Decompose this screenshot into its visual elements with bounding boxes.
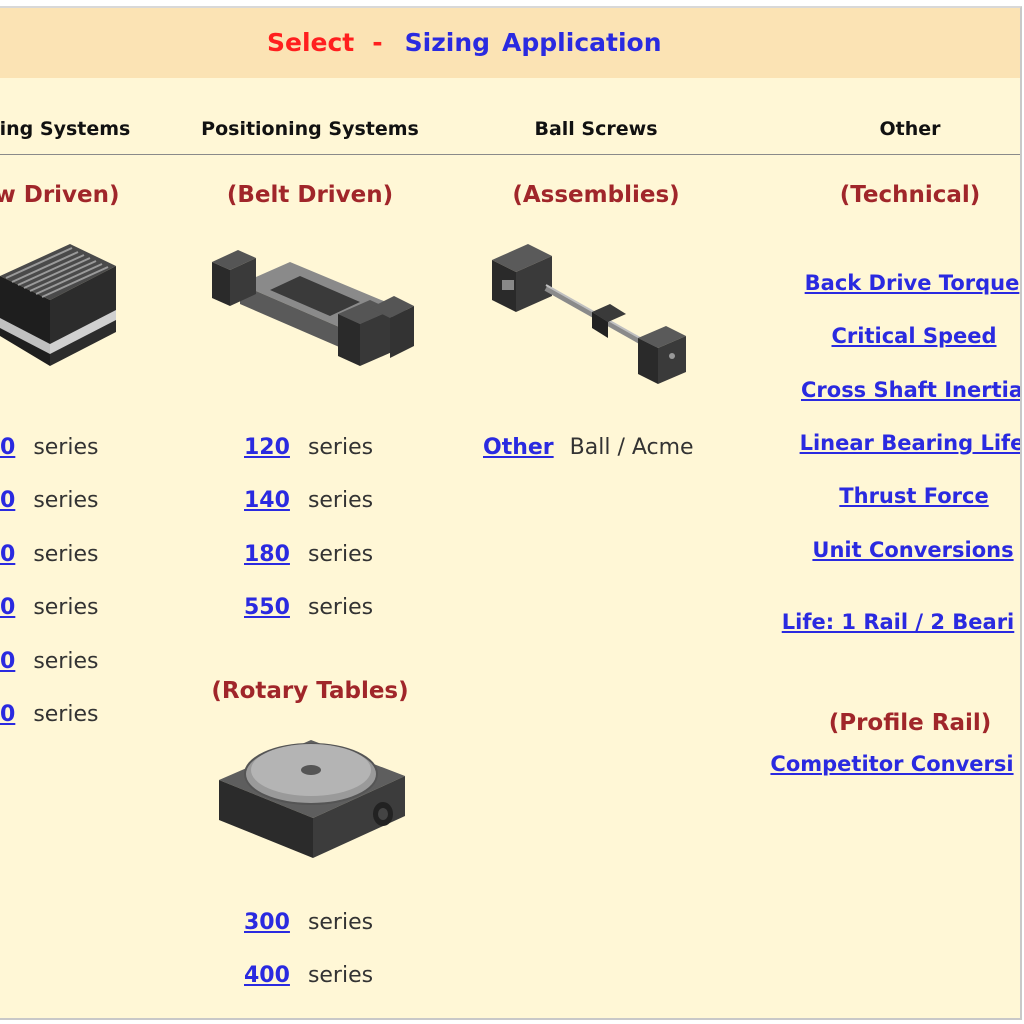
- list-item: 550 series: [244, 595, 373, 620]
- title-select: Select: [267, 28, 355, 57]
- critical-speed-link[interactable]: Critical Speed: [831, 324, 997, 348]
- list-item: 0 series: [0, 595, 98, 620]
- linear-bearing-life-link[interactable]: Linear Bearing Life: [799, 431, 1022, 455]
- series-link-120[interactable]: 120: [244, 435, 290, 460]
- thrust-force-link[interactable]: Thrust Force: [839, 484, 989, 508]
- technical-subtitle: (Technical): [839, 182, 981, 208]
- ball-acme-label: Ball / Acme: [569, 435, 694, 460]
- ball-screw-assembly-image[interactable]: [488, 238, 693, 388]
- series-link-400[interactable]: 400: [244, 963, 290, 988]
- series-link-180[interactable]: 180: [244, 542, 290, 567]
- series-label: series: [307, 435, 374, 460]
- header-divider: [0, 154, 1020, 155]
- profile-rail-subtitle: (Profile Rail): [828, 710, 992, 736]
- series-label: series: [33, 435, 99, 460]
- series-label: series: [33, 542, 99, 567]
- series-link-550[interactable]: 550: [244, 595, 290, 620]
- series-label: series: [33, 595, 99, 620]
- list-item: 400 series: [244, 963, 373, 988]
- series-label: series: [33, 488, 99, 513]
- list-item: 0 series: [0, 542, 98, 567]
- series-label: series: [307, 963, 374, 988]
- list-item: 180 series: [244, 542, 373, 567]
- column-header-screw-systems: ing Systems: [0, 118, 131, 140]
- series-link[interactable]: 0: [0, 702, 16, 727]
- list-item: Other Ball / Acme: [483, 435, 694, 460]
- column-header-other: Other: [879, 118, 941, 140]
- list-item: 140 series: [244, 488, 373, 513]
- rotary-table-image[interactable]: [215, 724, 410, 860]
- life-rail-bearing-link[interactable]: Life: 1 Rail / 2 Beari: [781, 610, 1015, 634]
- cross-shaft-inertia-link[interactable]: Cross Shaft Inertia: [800, 378, 1022, 402]
- series-label: series: [307, 595, 374, 620]
- competitor-conversion-link[interactable]: Competitor Conversi: [770, 752, 1014, 776]
- other-ball-screw-link[interactable]: Other: [483, 435, 554, 460]
- series-label: series: [33, 702, 99, 727]
- title-sizing: Sizing: [404, 28, 491, 57]
- back-drive-torque-link[interactable]: Back Drive Torque: [804, 271, 1020, 295]
- belt-driven-stage-image[interactable]: [210, 244, 420, 384]
- series-link[interactable]: 0: [0, 542, 16, 567]
- list-item: 120 series: [244, 435, 373, 460]
- column-header-positioning-systems: Positioning Systems: [201, 118, 419, 140]
- header-bar: Select-Sizing Application: [0, 8, 1020, 78]
- list-item: 0 series: [0, 435, 98, 460]
- assemblies-subtitle: (Assemblies): [512, 182, 680, 208]
- page-frame: Select-Sizing Application ing Systems Pos…: [0, 6, 1022, 1020]
- series-link[interactable]: 0: [0, 488, 16, 513]
- column-header-ball-screws: Ball Screws: [534, 118, 658, 140]
- series-link-140[interactable]: 140: [244, 488, 290, 513]
- belt-driven-subtitle: (Belt Driven): [226, 182, 394, 208]
- title-application: Application: [502, 28, 662, 57]
- unit-conversions-link[interactable]: Unit Conversions: [812, 538, 1014, 562]
- series-link[interactable]: 0: [0, 435, 16, 460]
- list-item: 0 series: [0, 488, 98, 513]
- list-item: 0 series: [0, 702, 98, 727]
- series-label: series: [33, 649, 99, 674]
- series-label: series: [307, 488, 374, 513]
- list-item: 0 series: [0, 649, 98, 674]
- series-label: series: [307, 910, 374, 935]
- series-link-300[interactable]: 300: [244, 910, 290, 935]
- series-link[interactable]: 0: [0, 595, 16, 620]
- screw-driven-stage-image[interactable]: [0, 236, 120, 381]
- screw-driven-subtitle: w Driven): [0, 182, 120, 208]
- series-label: series: [307, 542, 374, 567]
- page-title: Select-Sizing Application: [267, 28, 662, 57]
- rotary-tables-subtitle: (Rotary Tables): [211, 678, 409, 704]
- list-item: 300 series: [244, 910, 373, 935]
- series-link[interactable]: 0: [0, 649, 16, 674]
- title-dash: -: [372, 28, 383, 57]
